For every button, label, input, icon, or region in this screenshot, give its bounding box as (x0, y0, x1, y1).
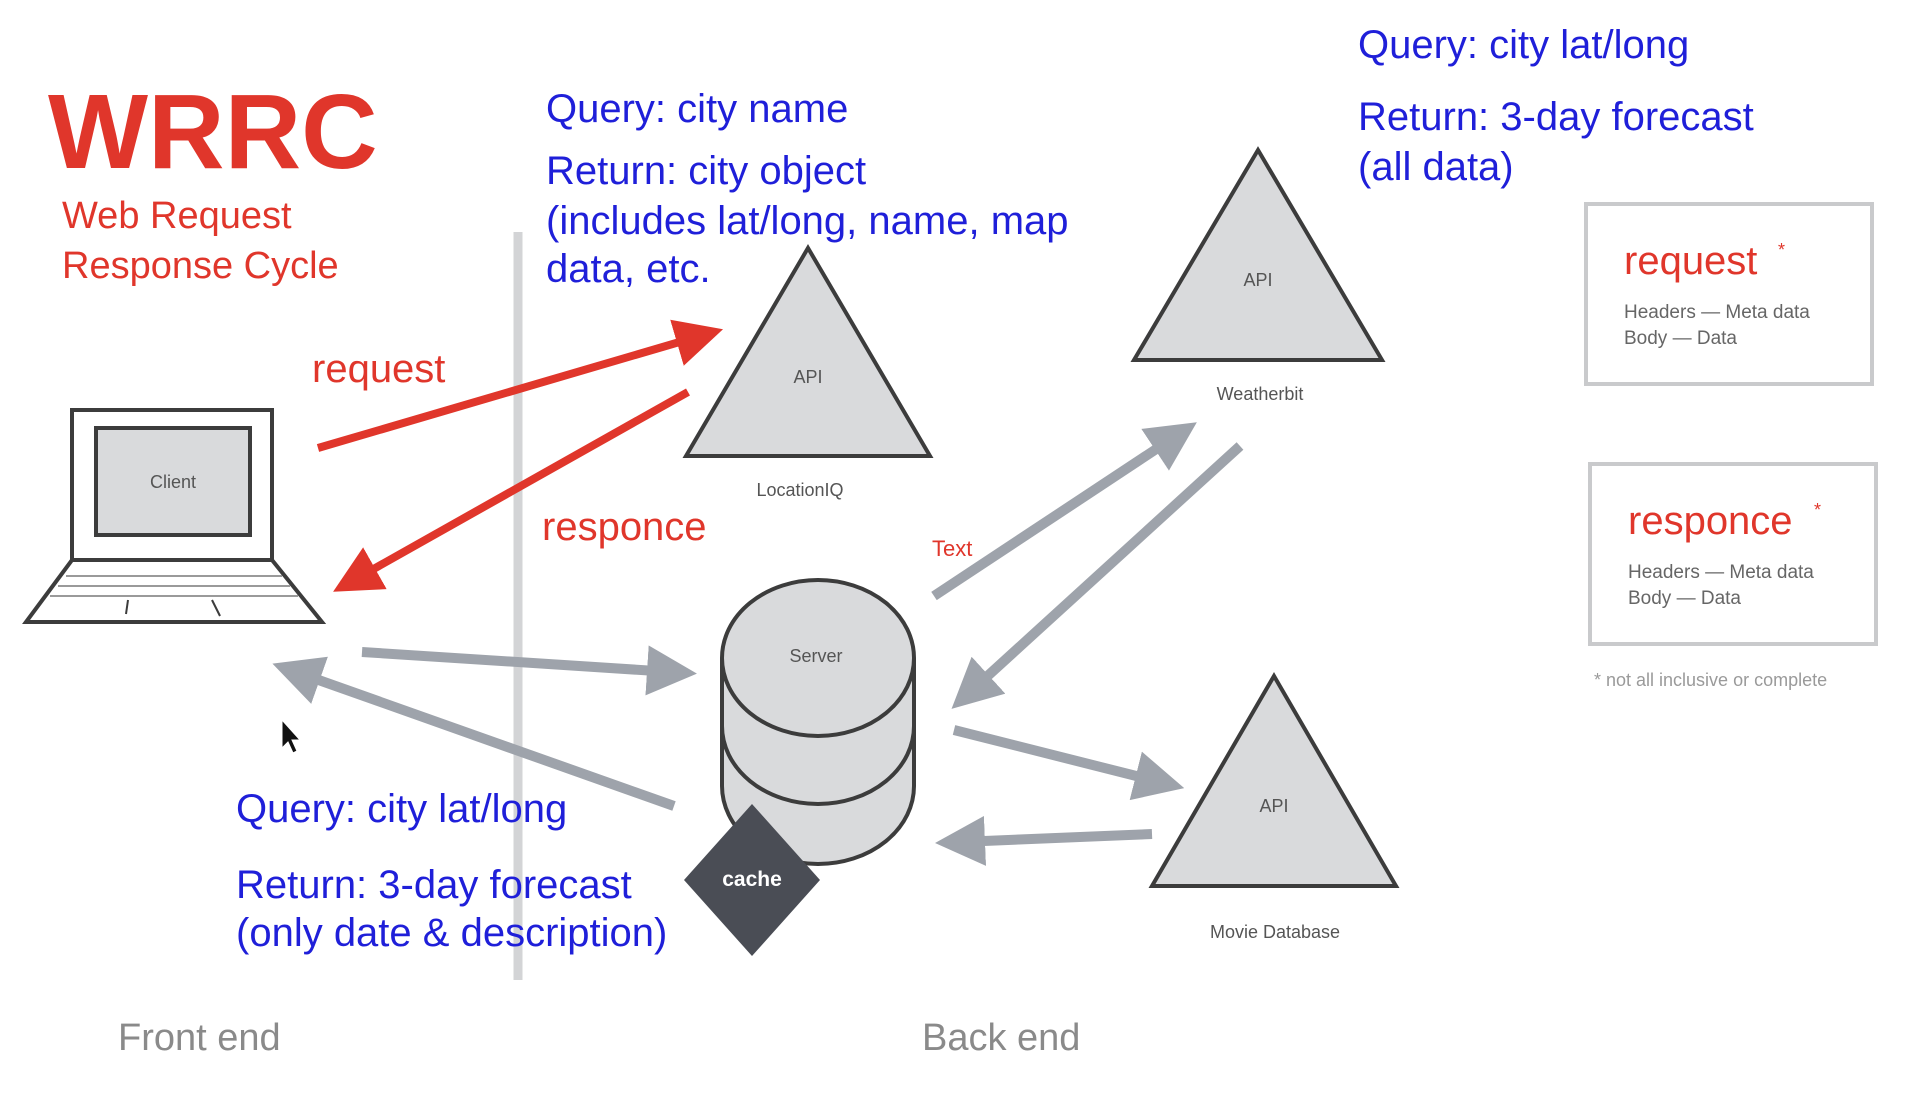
legend-request-title: request (1624, 239, 1757, 283)
cache-diamond-icon (684, 804, 820, 956)
locationiq-return-line3: data, etc. (546, 247, 711, 291)
client-laptop-icon (22, 408, 327, 624)
legend-response-line2: Body — Data (1628, 588, 1741, 609)
mouse-cursor-icon (281, 718, 302, 754)
legend-response-star: * (1814, 500, 1821, 520)
locationiq-name: LocationIQ (756, 480, 843, 500)
moviedb-to-server-arrow (935, 815, 1153, 866)
locationiq-return-line1: Return: city object (546, 149, 866, 193)
server-database-icon (720, 578, 916, 866)
legend-response-title: responce (1628, 499, 1793, 543)
server-to-client-arrow (272, 656, 676, 811)
locationiq-query: Query: city name (546, 87, 848, 131)
weatherbit-api-triangle (1130, 146, 1386, 362)
client-label: Client (150, 472, 196, 492)
server-label: Server (789, 646, 842, 666)
legend-footnote: * not all inclusive or complete (1594, 670, 1827, 690)
weatherbit-name: Weatherbit (1217, 384, 1304, 404)
back-end-label: Back end (922, 1017, 1080, 1059)
client-to-server-arrow (361, 645, 697, 696)
title-wrrc: WRRC (48, 73, 378, 191)
legend-request-line2: Body — Data (1624, 328, 1737, 349)
client-return-line2: (only date & description) (236, 911, 667, 955)
client-query: Query: city lat/long (236, 787, 567, 831)
title-subtitle-line2: Response Cycle (62, 245, 339, 287)
moviedb-api-label: API (1259, 796, 1288, 816)
locationiq-api-label: API (793, 367, 822, 387)
request-arrow-label: request (312, 347, 445, 391)
response-arrow-label: responce (542, 505, 707, 549)
response-arrow (333, 388, 690, 592)
locationiq-api-triangle (682, 244, 934, 458)
moviedb-name: Movie Database (1210, 922, 1340, 942)
legend-request-line1: Headers — Meta data (1624, 302, 1810, 323)
legend-response-box (1588, 462, 1878, 646)
cache-label: cache (722, 868, 782, 891)
front-end-label: Front end (118, 1017, 281, 1059)
legend-request-box (1584, 202, 1874, 386)
weatherbit-query: Query: city lat/long (1358, 23, 1689, 67)
request-arrow (316, 319, 724, 452)
weatherbit-return-line2: (all data) (1358, 145, 1514, 189)
server-to-weatherbit-arrow (931, 422, 1197, 601)
client-return-line1: Return: 3-day forecast (236, 863, 632, 907)
server-to-moviedb-arrow (952, 725, 1185, 801)
weatherbit-to-server-arrow (951, 442, 1244, 709)
legend-request-star: * (1778, 240, 1785, 260)
moviedb-api-triangle (1148, 672, 1400, 888)
title-subtitle-line1: Web Request (62, 195, 292, 237)
weatherbit-return-line1: Return: 3-day forecast (1358, 95, 1754, 139)
weatherbit-api-label: API (1243, 270, 1272, 290)
text-arrow-label: Text (932, 536, 972, 561)
legend-response-line1: Headers — Meta data (1628, 562, 1814, 583)
locationiq-return-line2: (includes lat/long, name, map (546, 199, 1069, 243)
